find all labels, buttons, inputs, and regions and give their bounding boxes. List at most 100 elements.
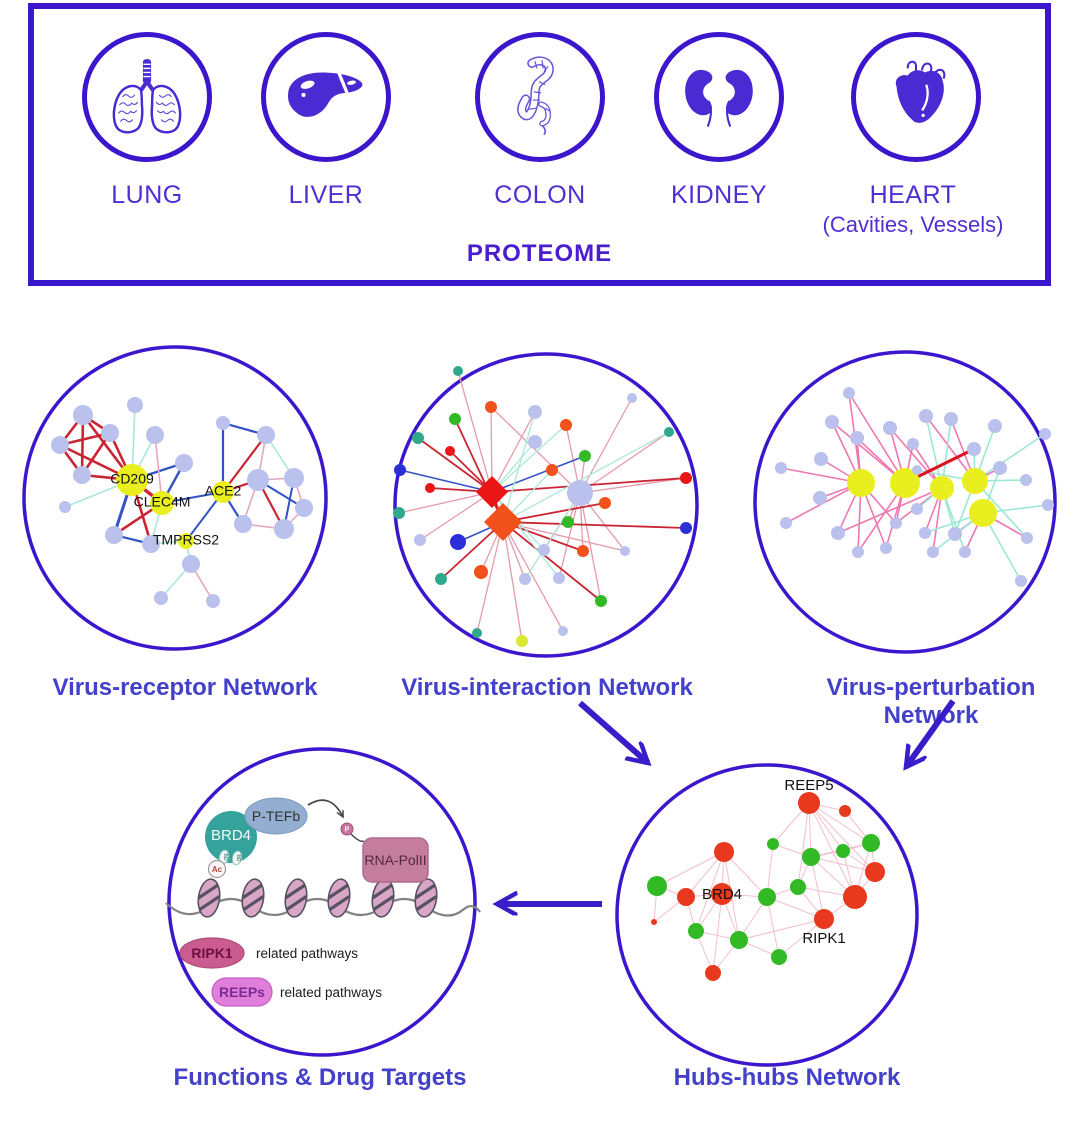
bromodomain [231,850,243,866]
network-node [647,876,667,896]
network-node [775,462,787,474]
network-node [620,546,630,556]
reeps-badge [211,977,273,1007]
network-node [890,517,902,529]
proteome-box: LUNG LIVER COLON [28,3,1051,286]
network-node [862,834,880,852]
rnapol-label: RNA-PolII [364,852,426,868]
network-node [206,594,220,608]
network-node [907,438,919,450]
brd4-label: BRD4 [211,827,251,844]
network-node [825,415,839,429]
network-node [730,931,748,949]
network-node [962,468,988,494]
phospho-mark [340,822,354,836]
virus-receptor-caption: Virus-receptor Network [52,674,318,701]
network-node [558,626,568,636]
network-node [680,472,692,484]
lung-circle [82,32,212,162]
heart-sublabel: (Cavities, Vessels) [822,212,1004,237]
ripk1-legend-text: related pathways [256,946,358,961]
reeps-badge-label: REEPs [219,984,265,1000]
network-node [664,427,674,437]
network-node [476,476,508,508]
virus-perturbation-network [753,350,1057,654]
ripk1-badge [179,937,245,969]
network-node [516,635,528,647]
heart-circle [851,32,981,162]
network-node [1020,474,1032,486]
network-node [274,519,294,539]
phospho-arrow [307,799,343,817]
network-node [850,431,864,445]
network-node [651,919,657,925]
colon-icon [517,56,554,136]
network-node [714,842,734,862]
liver-label: LIVER [288,181,364,209]
network-node [767,838,779,850]
network-node [959,546,971,558]
acetyl-mark [207,859,227,879]
network-node [802,848,820,866]
network-node [595,595,607,607]
node-label-REEP5: REEP5 [784,777,833,794]
network-node [394,464,406,476]
network-node [519,573,531,585]
network-node [528,405,542,419]
network-node [912,465,922,475]
network-node [680,522,692,534]
network-node-CD209 [116,464,148,496]
network-node [295,499,313,517]
reeps-legend-text: related pathways [280,985,382,1000]
network-node [967,442,981,456]
nucleosome [370,878,395,918]
network-node [890,468,920,498]
network-node [127,397,143,413]
network-node [414,534,426,546]
phospho-link [350,833,365,843]
nucleosome [326,878,351,918]
rnapol-molecule [362,837,429,883]
network-node-TMPRSS2 [178,533,194,549]
network-node-BRD4 [711,883,733,905]
network-node [474,565,488,579]
network-node [59,501,71,513]
network-node [847,469,875,497]
network-node [73,466,91,484]
network-node [1042,499,1054,511]
nucleosome [413,878,438,918]
network-node [577,545,589,557]
hubs-caption: Hubs-hubs Network [673,1064,901,1091]
ripk1-badge-label: RIPK1 [191,945,232,961]
network-node [599,497,611,509]
network-node [73,405,93,425]
network-node [425,483,435,493]
network-node [450,534,466,550]
network-node [813,491,827,505]
bromodomain-label: BD [222,854,228,861]
phospho-label: P [345,827,350,834]
network-node [284,468,304,488]
node-label-BRD4: BRD4 [702,886,742,903]
network-node [771,949,787,965]
network-node [1021,532,1033,544]
network-node [449,413,461,425]
network-node [852,546,864,558]
network-node [553,572,565,584]
network-node [865,862,885,882]
network-node-CLEC4M [150,491,174,515]
network-node-RIPK1 [814,909,834,929]
network-node [182,555,200,573]
network-node [546,464,558,476]
network-node [142,535,160,553]
network-node [880,542,892,554]
network-node [944,412,958,426]
ptefb-molecule [244,797,308,835]
network-node-REEP5 [798,792,820,814]
network-node [175,454,193,472]
functions-caption: Functions & Drug Targets [173,1064,467,1091]
network-node [969,499,997,527]
nucleosome [240,878,265,918]
network-node [560,419,572,431]
